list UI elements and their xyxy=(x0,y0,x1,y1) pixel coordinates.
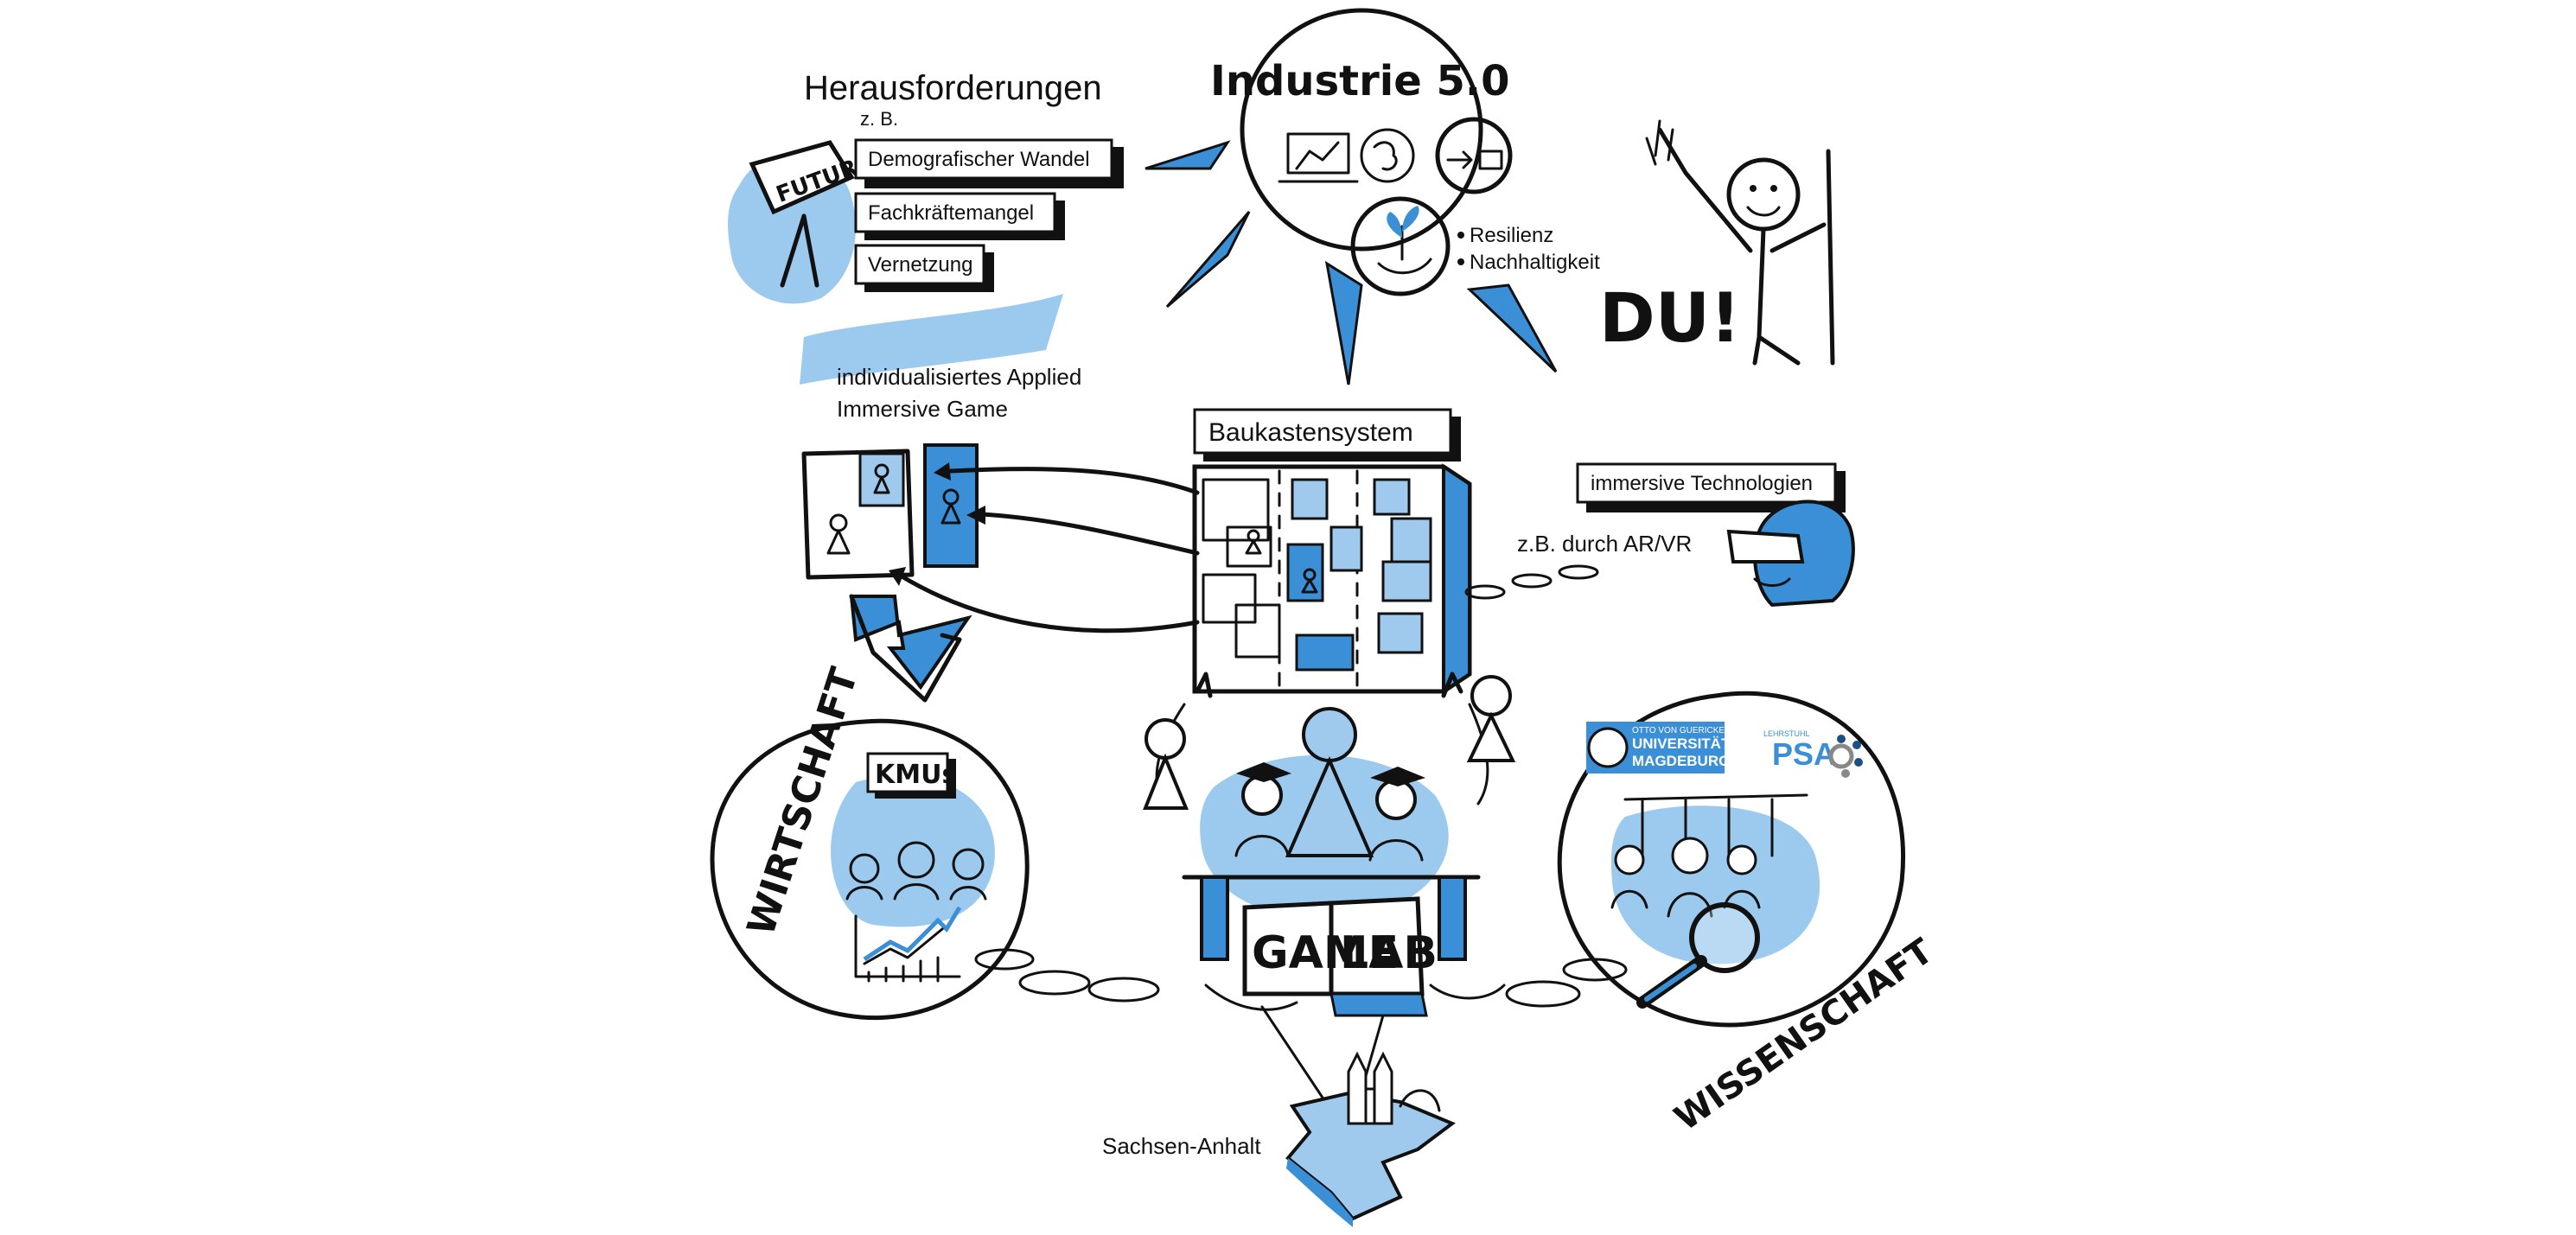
du-figure: DU! xyxy=(1599,119,1835,366)
students-icon xyxy=(1234,762,1425,862)
game-piece-icon xyxy=(940,488,961,525)
game-piece-icon xyxy=(1301,568,1318,594)
automation-icon xyxy=(1435,117,1513,194)
baukasten-title: Baukastensystem xyxy=(1208,418,1413,447)
challenges-title: Herausforderungen xyxy=(804,69,1102,107)
magnifier-icon xyxy=(1636,902,1760,1009)
game-section: individualisiertes Applied Immersive Gam… xyxy=(800,294,1081,703)
challenge-item: Demografischer Wandel xyxy=(868,148,1090,171)
gamelab-word2: LAB xyxy=(1340,927,1438,979)
challenges-section: FUTURE Herausforderungen z. B. Demografi… xyxy=(728,69,1124,304)
gamelab-section: GAME LAB xyxy=(1143,672,1628,1099)
game-piece-icon xyxy=(1245,529,1262,555)
wissenschaft-section: OTTO VON GUERICKE UNIVERSITÄT MAGDEBURG … xyxy=(1557,691,1941,1139)
wirtschaft-section: WIRTSCHAFT KMUs xyxy=(710,663,1160,1021)
researchers-icon xyxy=(1610,793,1808,918)
chair-logo: LEHRSTUHL PSA xyxy=(1763,729,1863,778)
region-section: Sachsen-Anhalt xyxy=(1102,1051,1456,1227)
people-group-icon xyxy=(845,841,987,901)
uni-line2: MAGDEBURG xyxy=(1632,753,1730,769)
gear-icon xyxy=(1828,735,1863,778)
challenge-item: Vernetzung xyxy=(868,253,972,277)
industrie-bullet: Resilienz xyxy=(1470,224,1553,247)
region-label: Sachsen-Anhalt xyxy=(1102,1133,1261,1159)
plant-in-hand-icon xyxy=(1350,196,1451,296)
university-logo: OTTO VON GUERICKE UNIVERSITÄT MAGDEBURG xyxy=(1586,722,1731,773)
game-piece-icon xyxy=(1143,718,1189,810)
industrie-bullet: Nachhaltigkeit xyxy=(1470,251,1600,274)
game-piece-icon xyxy=(873,463,890,494)
chair-small-label: LEHRSTUHL xyxy=(1763,729,1810,738)
challenge-item: Fachkräftemangel xyxy=(868,201,1034,225)
baukasten-section: Baukastensystem xyxy=(889,408,1599,695)
brain-icon xyxy=(1360,128,1415,183)
immersive-subtitle: z.B. durch AR/VR xyxy=(1517,531,1692,557)
game-label-line1: individualisiertes Applied xyxy=(837,364,1081,390)
vr-person-icon xyxy=(1726,500,1855,608)
industrie-title: Industrie 5.0 xyxy=(1210,57,1510,105)
game-piece-icon xyxy=(1466,675,1516,762)
kmu-label: KMUs xyxy=(875,760,957,790)
game-piece-icon xyxy=(826,513,851,555)
cathedral-icon xyxy=(1347,1051,1441,1125)
industrie-section: Industrie 5.0 Resilienz Nachhaltigkeit xyxy=(1145,8,1600,385)
laptop-network-icon xyxy=(1278,132,1359,183)
immersive-section: immersive Technologien z.B. durch AR/VR xyxy=(1517,462,1855,608)
chair-label: PSA xyxy=(1772,736,1836,772)
du-label: DU! xyxy=(1599,280,1741,358)
uni-line1: UNIVERSITÄT xyxy=(1632,735,1731,752)
challenges-example-prefix: z. B. xyxy=(860,108,898,130)
giant-game-piece-icon xyxy=(1285,707,1374,857)
gamelab-word1: GAME xyxy=(1252,927,1399,979)
uni-small-label: OTTO VON GUERICKE xyxy=(1632,726,1725,735)
growth-chart-icon xyxy=(854,906,962,983)
game-label-line2: Immersive Game xyxy=(837,396,1008,422)
immersive-title: immersive Technologien xyxy=(1591,472,1813,495)
